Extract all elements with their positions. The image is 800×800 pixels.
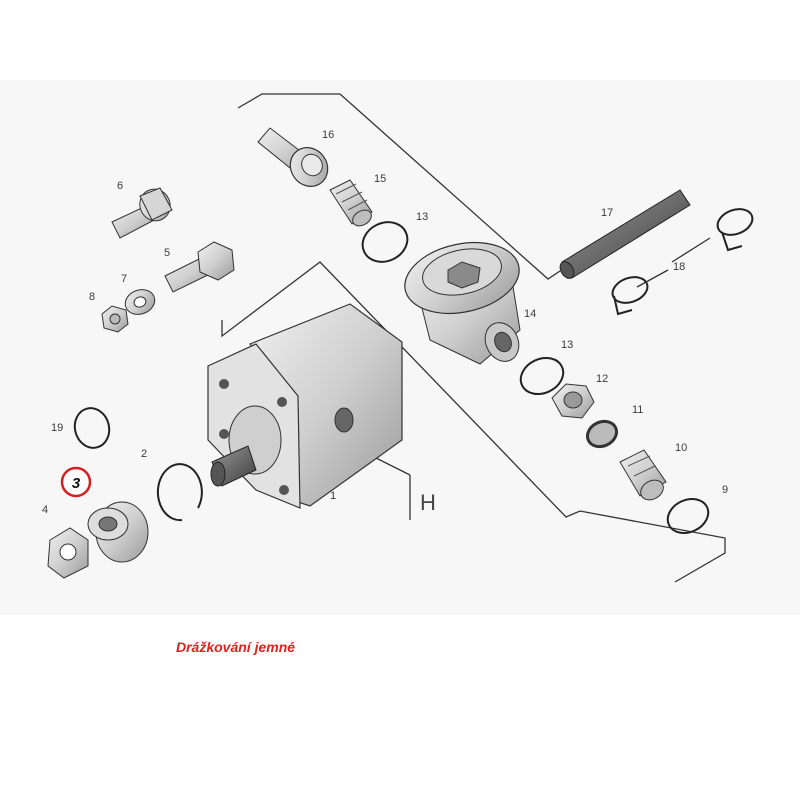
part-15-fitting xyxy=(329,179,373,227)
part-label: 10 xyxy=(675,442,687,454)
part-label: 17 xyxy=(601,207,613,219)
part-13-o-ring-lower xyxy=(519,357,565,395)
part-4-driver xyxy=(47,527,89,579)
part-label: 6 xyxy=(117,180,123,192)
part-label: 5 xyxy=(164,247,170,259)
part-16-banjo-fitting xyxy=(257,127,329,187)
part-10-fitting xyxy=(619,449,667,501)
part-label: 7 xyxy=(121,273,127,285)
part-label: 12 xyxy=(596,373,608,385)
part-label: 1 xyxy=(330,490,336,502)
part-17-hose xyxy=(559,189,691,279)
part-labels: 16 6 15 13 17 5 7 18 8 14 13 12 19 11 2 … xyxy=(42,129,728,516)
part-5-hex-screw xyxy=(164,241,235,293)
part-2-circlip xyxy=(156,463,203,522)
part-label: 11 xyxy=(632,404,643,416)
part-13-o-ring-upper xyxy=(361,221,409,263)
part-11-seal-ring xyxy=(585,419,619,449)
part-label: 9 xyxy=(722,484,728,496)
part-label: 13 xyxy=(416,211,428,223)
part-14-filter-housing xyxy=(404,242,521,365)
part-label: 13 xyxy=(561,339,573,351)
part-12-nut xyxy=(551,383,595,419)
part-6-socket-screw xyxy=(111,187,173,239)
highlight-label: 3 xyxy=(72,475,81,492)
part-3-coupling xyxy=(87,501,149,563)
h-leader xyxy=(371,455,411,476)
part-label: 8 xyxy=(89,291,95,303)
part-label: 15 xyxy=(374,173,386,185)
part-8-nut xyxy=(101,305,129,333)
group-line-pump xyxy=(221,261,726,583)
part-label: 19 xyxy=(51,422,63,434)
highlight-ring xyxy=(60,466,92,498)
part-1-gear-pump xyxy=(207,303,403,509)
caption-text: Drážkování jemné xyxy=(176,639,296,655)
part-label: 16 xyxy=(322,129,334,141)
group-lines xyxy=(221,93,726,583)
group-line-top xyxy=(237,93,561,280)
part-9-o-ring xyxy=(666,497,710,535)
part-label: 4 xyxy=(42,504,48,516)
part-label: 14 xyxy=(524,308,536,320)
group-label-h: H xyxy=(420,490,436,515)
part-7-washer xyxy=(124,289,156,315)
part-label: 2 xyxy=(141,448,147,460)
part-18-hose-clamps xyxy=(611,208,754,316)
part-19-ring xyxy=(73,407,111,449)
highlight-marker: 3 xyxy=(60,466,92,498)
part-label: 18 xyxy=(673,261,685,273)
